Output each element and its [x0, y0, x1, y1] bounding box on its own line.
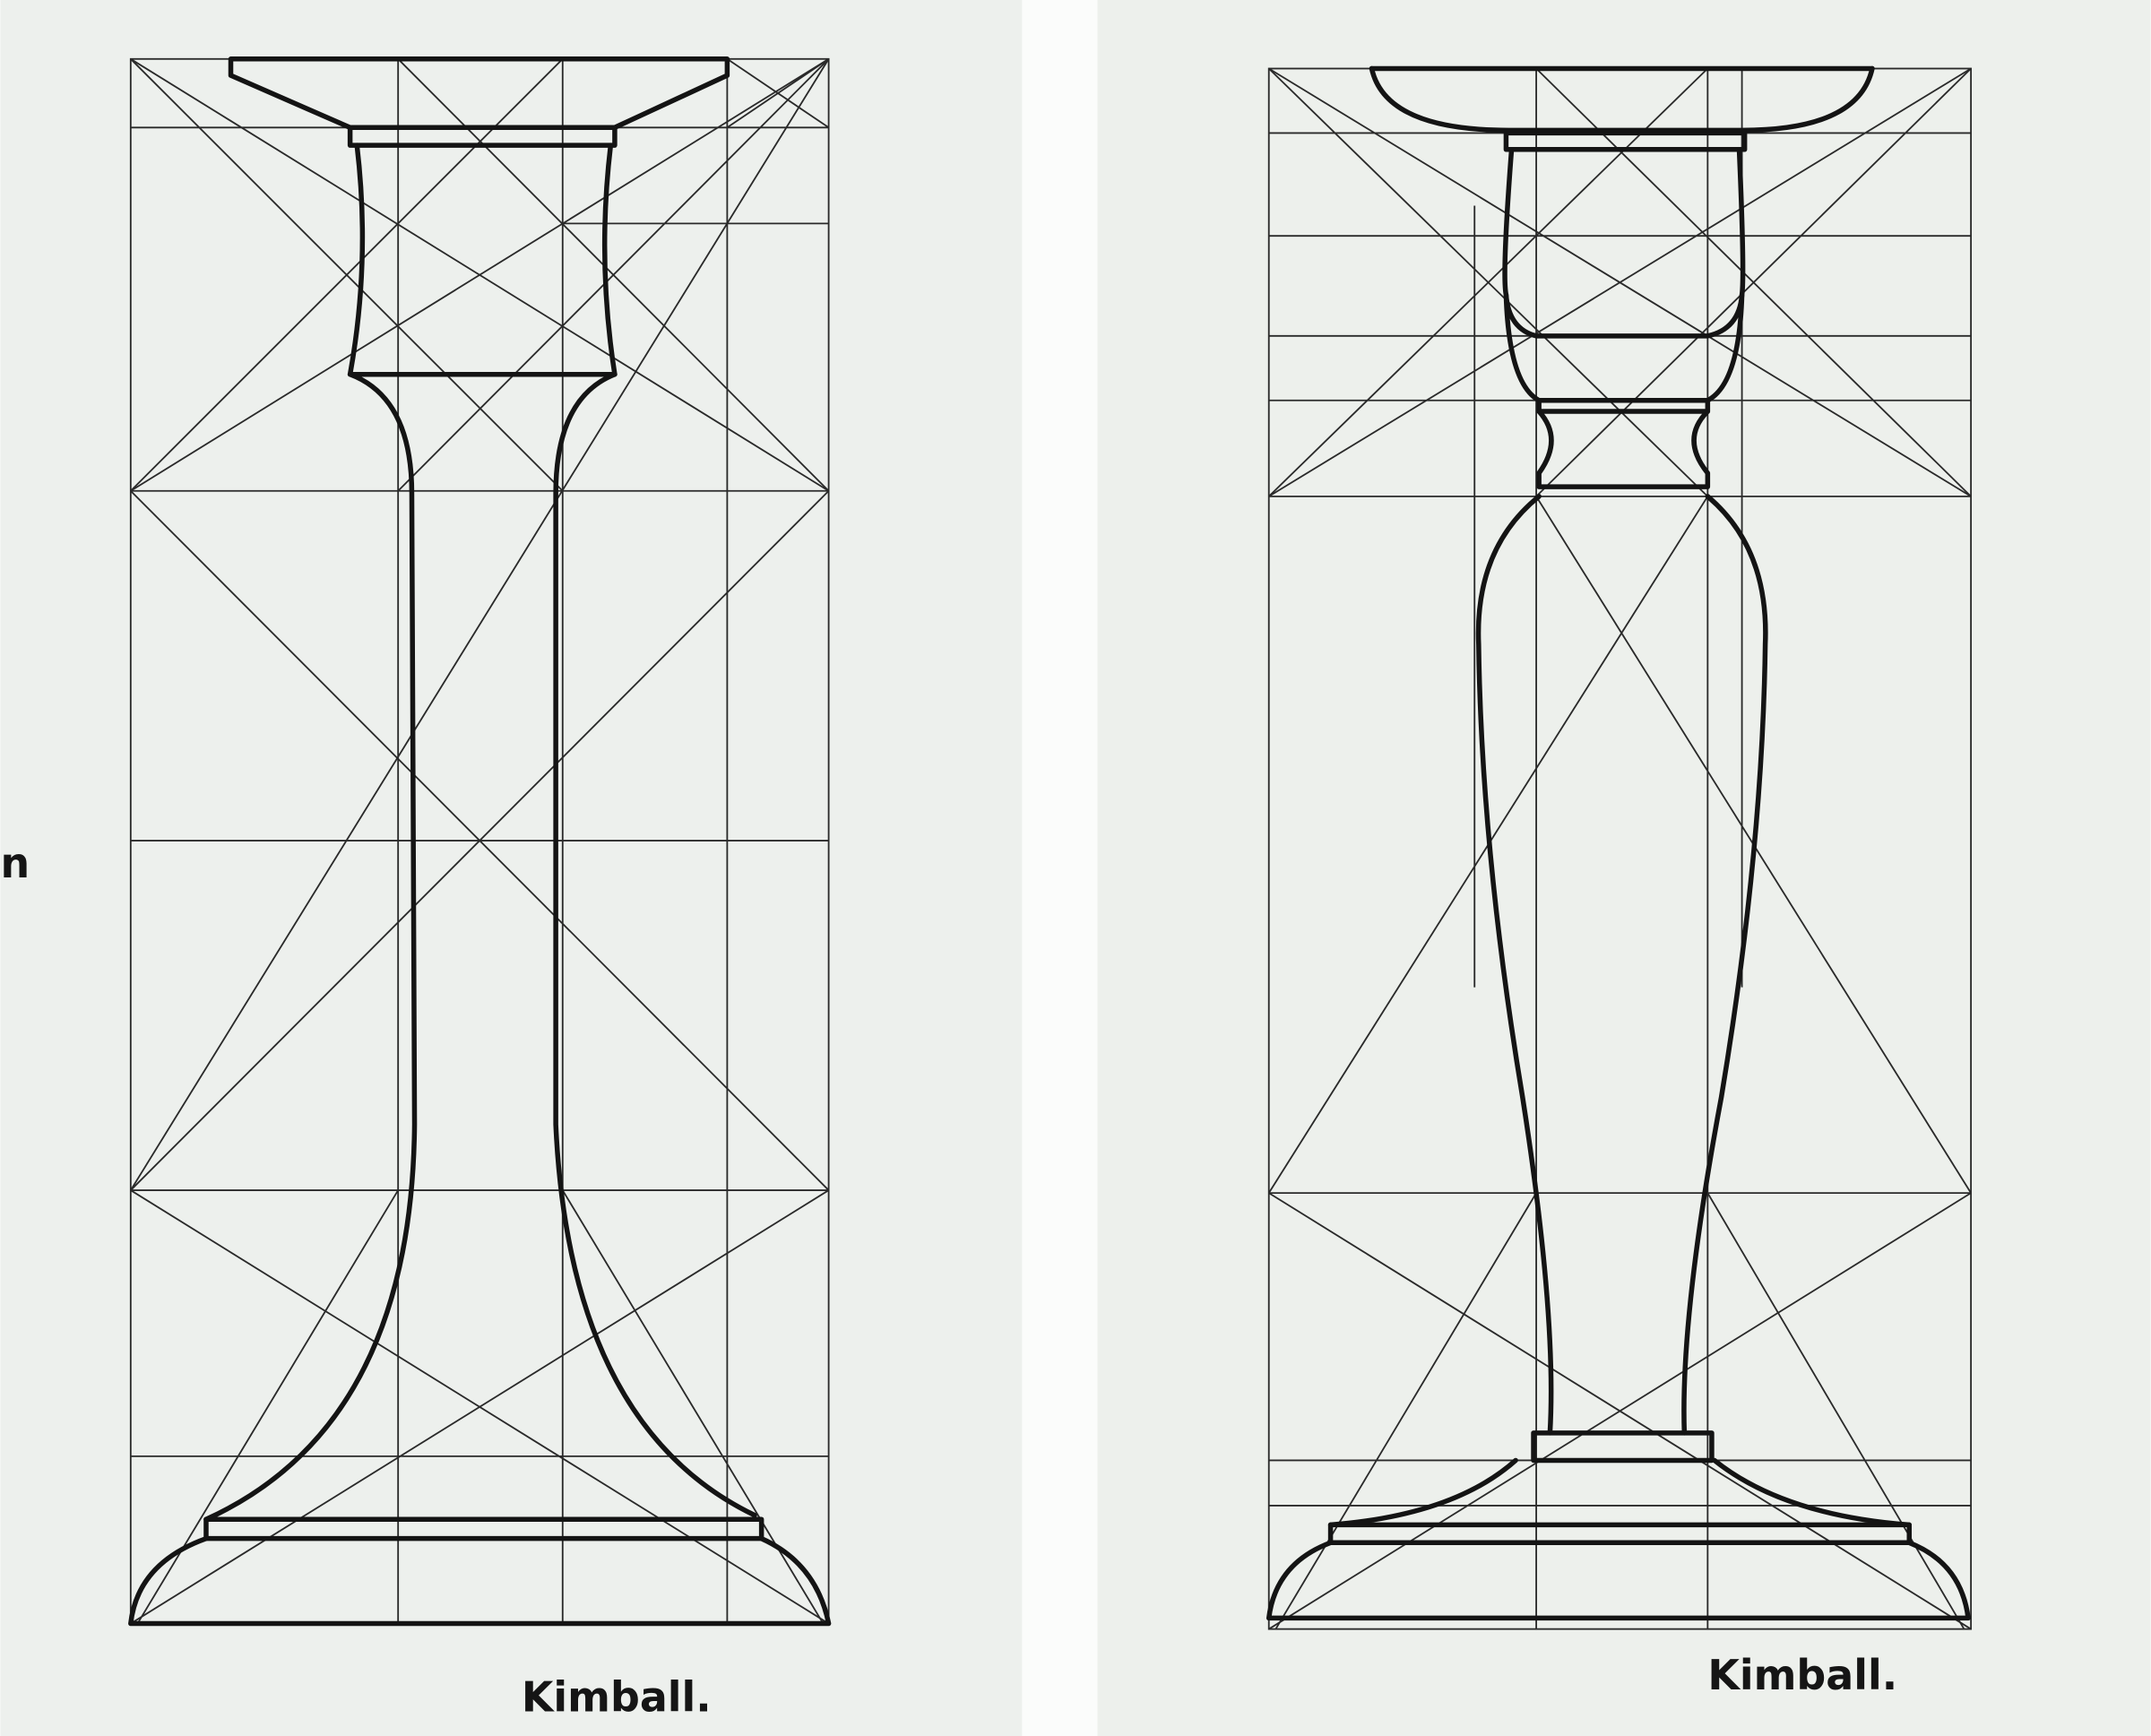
- right-caption: Kimball.: [1707, 1651, 1897, 1699]
- left-candlestick-outline: [128, 56, 832, 1627]
- left-construction-grid: [129, 57, 830, 1625]
- right-candlestick-outline: [1266, 65, 1971, 1621]
- left-caption: Kimball.: [522, 1672, 712, 1721]
- right-paper: [1097, 0, 2151, 1736]
- left-paper: [0, 0, 1023, 1736]
- margin-letter: n: [0, 839, 30, 887]
